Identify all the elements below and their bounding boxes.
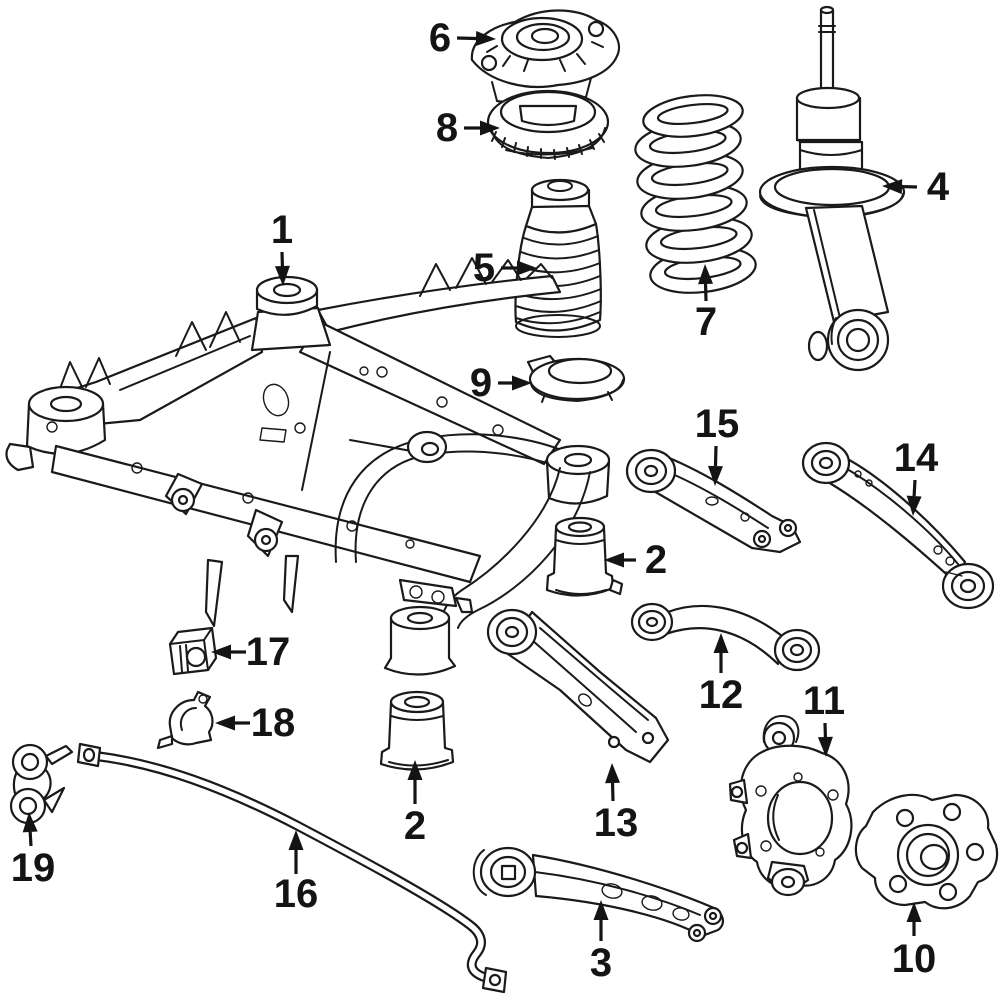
callout-arrow-line: [713, 445, 718, 467]
part-number-label: 15: [695, 402, 740, 446]
subframe-bushing-lower-drawing: [379, 690, 455, 771]
wheel-hub-drawing: [854, 793, 999, 910]
stabilizer-bar-drawing: [76, 742, 508, 994]
guide-link-drawing: [630, 602, 821, 672]
callout-arrow-head: [475, 30, 496, 46]
callout-3: 3: [590, 900, 612, 985]
callout-2: 2: [604, 538, 667, 582]
trailing-arm-drawing: [472, 846, 724, 943]
part-number-label: 17: [246, 630, 291, 674]
callout-13: 13: [594, 763, 639, 845]
shock-absorber-drawing: [758, 5, 906, 372]
stabilizer-link-drawing: [9, 743, 74, 825]
part-number-label: 9: [470, 361, 492, 405]
callout-1: 1: [271, 208, 293, 286]
callout-17: 17: [211, 630, 290, 674]
lower-spring-pad-drawing: [526, 354, 626, 403]
subframe-bushing-upper-drawing: [545, 516, 624, 597]
callout-8: 8: [436, 106, 500, 150]
track-arm-drawing: [801, 441, 995, 610]
part-number-label: 5: [473, 246, 495, 290]
callout-18: 18: [215, 701, 295, 745]
callout-6: 6: [429, 16, 496, 60]
part-number-label: 16: [274, 872, 319, 916]
dust-boot-drawing: [514, 178, 602, 338]
part-number-label: 8: [436, 106, 458, 150]
callout-arrow-head: [288, 830, 304, 850]
part-number-label: 12: [699, 673, 744, 717]
callout-arrow-head: [604, 552, 624, 568]
part-number-label: 1: [271, 208, 293, 252]
callout-arrow-head: [817, 736, 833, 757]
callout-14: 14: [894, 436, 939, 516]
callout-2: 2: [404, 760, 426, 848]
callout-9: 9: [470, 361, 532, 405]
stabilizer-bracket-drawing: [156, 690, 214, 750]
callout-12: 12: [699, 633, 744, 717]
part-number-label: 13: [594, 801, 639, 845]
callout-arrow-head: [517, 260, 537, 276]
callout-10: 10: [892, 902, 937, 981]
callout-arrow-head: [407, 760, 423, 780]
part-number-label: 11: [803, 679, 845, 723]
callout-arrow-head: [22, 812, 38, 833]
callout-arrow-line: [912, 479, 917, 497]
callout-arrow-head: [906, 902, 922, 922]
callout-arrow-head: [882, 179, 903, 195]
callout-arrow-head: [480, 120, 500, 136]
callout-5: 5: [473, 246, 537, 290]
callout-arrow-head: [211, 644, 231, 660]
part-number-label: 14: [894, 436, 939, 480]
callout-arrow-head: [708, 465, 723, 486]
callout-arrow-head: [274, 265, 290, 286]
part-number-label: 4: [927, 165, 950, 209]
part-number-label: 6: [429, 16, 451, 60]
callout-16: 16: [274, 830, 319, 916]
callout-arrow-head: [593, 900, 609, 920]
camber-arm-drawing: [486, 608, 670, 764]
callout-11: 11: [803, 679, 845, 757]
upper-spring-pad-drawing: [486, 89, 610, 160]
part-number-label: 18: [251, 701, 296, 745]
callout-arrow-head: [605, 763, 621, 784]
subframe-drawing: [5, 257, 611, 676]
callout-arrow-head: [906, 495, 922, 516]
callout-arrow-head: [698, 264, 714, 285]
stabilizer-bushing-drawing: [168, 626, 218, 676]
callout-15: 15: [695, 402, 740, 486]
callout-arrow-head: [512, 375, 532, 391]
part-number-label: 2: [404, 804, 426, 848]
part-number-label: 2: [645, 538, 667, 582]
callout-arrow-line: [28, 831, 33, 847]
part-number-label: 10: [892, 937, 937, 981]
part-number-label: 3: [590, 941, 612, 985]
callout-arrow-head: [215, 715, 235, 731]
callout-4: 4: [882, 165, 950, 209]
callout-19: 19: [11, 812, 56, 890]
part-number-label: 7: [695, 300, 717, 344]
knuckle-drawing: [728, 715, 853, 897]
strut-mount-drawing: [470, 9, 621, 108]
part-number-label: 19: [11, 846, 56, 890]
callout-7: 7: [695, 264, 717, 344]
upper-control-arm-drawing: [625, 448, 802, 554]
coil-spring-drawing: [634, 94, 757, 294]
callout-arrow-head: [713, 633, 729, 653]
